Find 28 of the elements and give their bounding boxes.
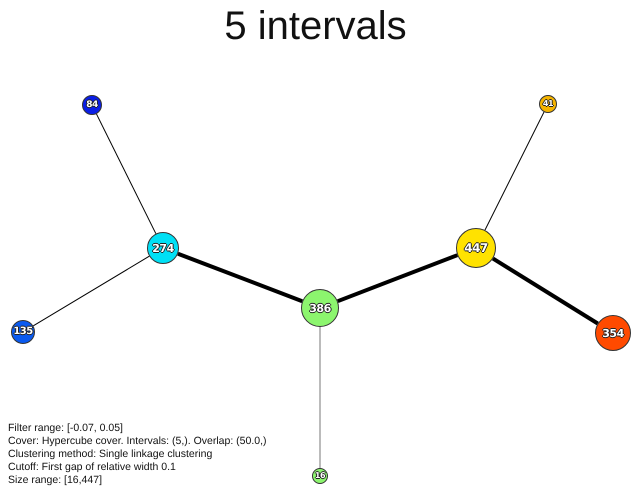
parameter-note: Size range: [16,447]	[8, 474, 103, 487]
node-size-label: 135	[13, 327, 33, 337]
cluster-node	[456, 228, 496, 268]
cluster-node	[82, 95, 102, 115]
cluster-node	[301, 289, 339, 327]
node-size-label: 354	[602, 328, 624, 338]
title: 5 intervals	[223, 4, 408, 49]
node-size-label: 84	[86, 100, 98, 110]
node-size-label: 41	[542, 100, 554, 108]
node-size-label: 274	[152, 242, 174, 254]
cluster-node	[312, 468, 328, 484]
edge-line	[177, 252, 303, 304]
node-size-label: 447	[464, 242, 488, 254]
parameter-note: Cutoff: First gap of relative width 0.1	[8, 461, 177, 474]
cluster-node	[11, 320, 35, 344]
edge-line	[492, 256, 599, 326]
node-size-label: 386	[309, 302, 331, 314]
cluster-node	[539, 95, 557, 113]
cluster-node	[595, 315, 631, 351]
edge-line	[96, 113, 156, 234]
edge-line	[337, 253, 458, 304]
cluster-node	[147, 232, 179, 264]
parameter-note: Filter range: [-0.07, 0.05]	[8, 422, 124, 435]
edge-line	[32, 256, 150, 326]
edge-line	[484, 112, 544, 231]
parameter-note: Clustering method: Single linkage clustering	[8, 448, 214, 461]
node-size-label: 16	[314, 472, 326, 480]
parameter-note: Cover: Hypercube cover. Intervals: (5,). Overlap: (50.0,)	[8, 435, 267, 448]
